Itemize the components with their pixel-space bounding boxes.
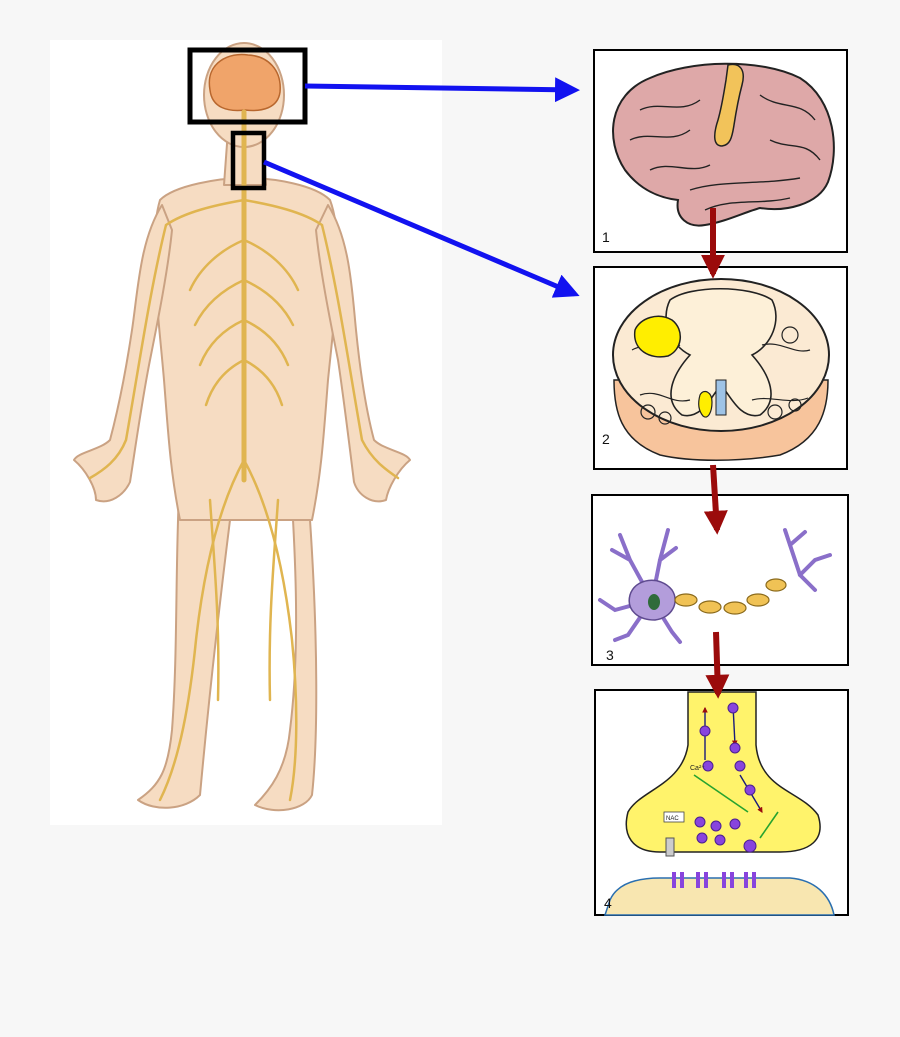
dorsal-tract-highlight <box>634 315 681 358</box>
central-canal <box>715 379 727 416</box>
brain-zoom-arrow <box>304 77 580 103</box>
calcium-label: Ca²⁺ <box>690 765 705 772</box>
spinal-highlight-box <box>230 130 267 191</box>
axon-myelin <box>674 578 787 615</box>
right-leg <box>254 469 318 812</box>
left-arm <box>73 204 173 503</box>
calcium-flow-arrow <box>693 774 749 813</box>
neuron-nucleus <box>648 594 660 610</box>
nac-label-box <box>663 811 685 823</box>
right-arm <box>315 204 411 503</box>
panel-spinal-cord: 2 <box>593 266 848 470</box>
nac-label: NAC <box>666 816 679 822</box>
panel-brain: 1 <box>593 49 848 253</box>
peripheral-nerves <box>88 109 400 802</box>
figure-brain <box>208 53 281 112</box>
motor-strip <box>714 63 744 147</box>
ventral-tract-highlight <box>698 390 713 418</box>
panel-3-label: 3 <box>606 647 614 663</box>
left-leg <box>137 469 231 809</box>
receptors <box>672 872 756 888</box>
panel-4-label: 4 <box>604 895 612 911</box>
nac-transporter <box>665 837 675 857</box>
panel-1-label: 1 <box>602 229 610 245</box>
panel-2-label: 2 <box>602 431 610 447</box>
synaptic-vesicles <box>694 702 757 853</box>
panel-synapse: NAC Ca²⁺ 4 <box>594 689 849 916</box>
postsynaptic-membrane <box>603 877 835 916</box>
panel-neuron: 3 <box>591 494 849 666</box>
gray-matter <box>665 288 777 417</box>
spinal-zoom-arrow <box>263 159 580 298</box>
flow-arrow-3-4 <box>705 631 730 699</box>
flow-arrow-2-3 <box>703 464 728 535</box>
